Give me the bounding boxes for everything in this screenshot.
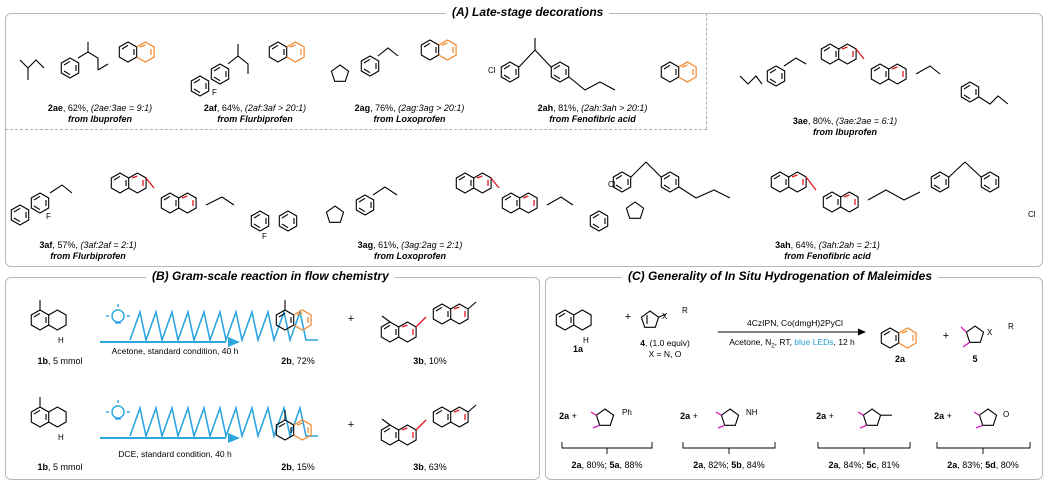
flow-reactor-bottom [100,400,318,443]
label-1b-top: 1b, 5 mmol [37,356,83,366]
prefix-2a-5a: 2a + [559,411,577,421]
structure-5a [590,408,615,429]
label-1a: 1a [572,344,583,354]
label-3ah: 3ah, 64%, (3ah:2ah = 2:1) from Fenofibri… [775,240,880,261]
atom-x-5: X [987,328,993,337]
section-b-title: (B) Gram-scale reaction in flow chemistr… [146,269,395,283]
plus-c-1: + [624,311,632,323]
structure-4 [640,310,667,328]
structure-2ah [500,38,697,91]
condition-bottom: Acetone, N2, RT, blue LEDs, 12 h [729,337,855,350]
atom-nh-5b: NH [746,408,758,417]
structure-2af [190,41,305,97]
label-2b-bottom: 2b, 15% [281,462,315,472]
section-a-title: (A) Late-stage decorations [446,5,610,19]
structure-2ag [330,39,457,82]
structure-3ae [739,43,1009,105]
atom-nh-1b-bottom: H [58,433,64,442]
label-3af: 3af, 57%, (3af:2af = 2:1) from Flurbipro… [39,240,137,261]
prefix-2a-5c: 2a + [816,411,834,421]
atom-f-3af: F [46,212,51,221]
structure-1b-bottom [30,397,67,428]
structure-1b-top [30,300,67,331]
structure-2ae [19,41,155,80]
structure-3ag [325,172,645,232]
atom-ph-5a: Ph [622,408,632,417]
structure-5b [715,408,740,429]
structure-2a [880,327,917,349]
label-1b-bottom: 1b, 5 mmol [37,462,83,472]
structure-3b-bottom [380,404,477,446]
plus-c-2: + [942,330,950,342]
atom-cl-3ah-left: Cl [608,180,616,189]
prefix-2a-5b: 2a + [680,411,698,421]
plus-b-bottom: + [347,419,355,431]
atom-f-3af-2: F [262,232,267,241]
atom-nh-1b-top: H [58,336,64,345]
flow-condition-bottom: DCE, standard condition, 40 h [118,449,232,459]
atom-f-2af: F [212,88,217,97]
label-3ag: 3ag, 61%, (3ag:2ag = 2:1) from Loxoprofe… [357,240,463,261]
result-5c: 2a, 84%; 5c, 81% [828,460,900,470]
label-3ae: 3ae, 80%, (3ae:2ae = 6:1) from Ibuprofen [792,116,898,137]
atom-x-4: X [662,312,668,321]
result-5b: 2a, 82%; 5b, 84% [693,460,765,470]
label-2ah: 2ah, 81%, (2ah:3ah > 20:1) from Fenofibr… [537,103,648,124]
prefix-2a-5d: 2a + [934,411,952,421]
structure-3b-top [380,301,477,343]
label-5: 5 [972,354,978,364]
structure-3ah [612,161,1000,213]
flow-reactor-top [100,304,318,347]
label-2b-top: 2b, 72% [281,356,315,366]
label-2af: 2af, 64%, (2af:3af > 20:1) from Flurbipr… [203,103,307,124]
atom-r-4: R [682,306,688,315]
label-2a: 2a [894,354,905,364]
plus-b-top: + [347,313,355,325]
atom-cl-3ah-right: Cl [1028,210,1036,219]
reaction-arrow [718,328,866,336]
label-3b-bottom: 3b, 63% [413,462,447,472]
structure-3af [10,172,298,232]
atom-cl-2ah: Cl [488,66,496,75]
structure-1a [555,309,592,331]
structure-5 [960,325,985,348]
label-4: 4, (1.0 equiv) X = N, O [640,338,690,359]
result-5d: 2a, 83%; 5d, 80% [947,460,1019,470]
section-c-title: (C) Generality of In Situ Hydrogenation … [622,269,939,283]
label-3b-top: 3b, 10% [413,356,447,366]
atom-r-5: R [1008,322,1014,331]
flow-condition-top: Acetone, standard condition, 40 h [111,346,239,356]
result-brackets [561,442,1031,454]
result-5a: 2a, 80%; 5a, 88% [571,460,643,470]
structure-2b-bottom [275,410,312,441]
structure-5d [973,408,998,429]
dashed-divider-vertical [706,13,707,129]
condition-top: 4CzIPN, Co(dmgH)2PyCl [747,318,843,328]
atom-o-5d: O [1003,410,1010,419]
structure-2b-top [275,300,312,331]
label-2ag: 2ag, 76%, (2ag:3ag > 20:1) from Loxoprof… [354,103,465,124]
label-2ae: 2ae, 62%, (2ae:3ae = 9:1) from Ibuprofen [47,103,153,124]
structure-5c [857,408,892,429]
atom-nh-1a: H [583,336,589,345]
dashed-divider-horizontal [5,129,707,130]
